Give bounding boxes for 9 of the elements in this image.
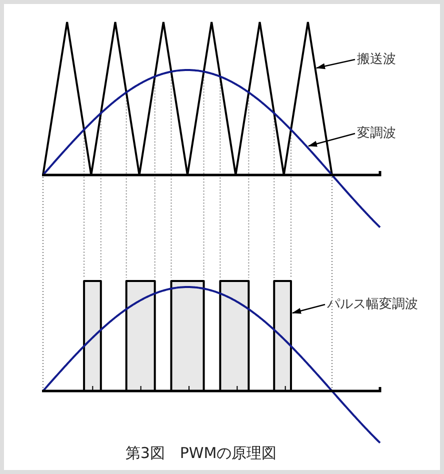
wave-label: パルス幅変調波 — [327, 297, 418, 312]
caption: 第3図 PWMの原理図 — [125, 444, 277, 462]
wave-label: 変調波 — [357, 126, 396, 141]
triangle-wave — [42, 21, 333, 176]
leader-arrow — [308, 132, 356, 147]
wave-label: 搬送波 — [357, 52, 396, 67]
leader-arrow — [316, 58, 356, 70]
leader-arrow — [292, 304, 326, 314]
pulse-wave — [83, 280, 292, 392]
